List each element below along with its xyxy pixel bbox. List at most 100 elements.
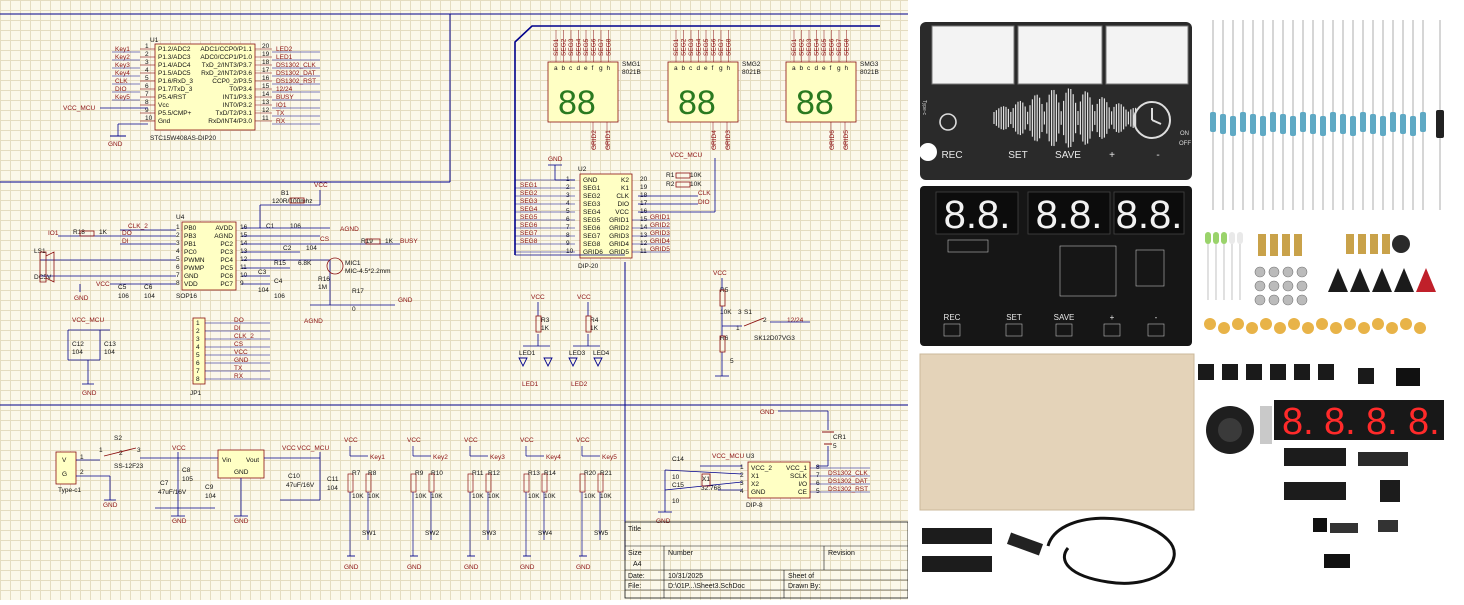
- u4-pin-num: 13: [240, 248, 248, 255]
- u1-pin-label: RxD_2/INT2/P3.6: [201, 70, 252, 77]
- u4-pin-label: PC5: [220, 265, 233, 272]
- c1-ref: C1: [266, 223, 275, 230]
- acrylic-back-plate: [919, 353, 1195, 511]
- key-gnd: GND: [520, 564, 535, 571]
- c5-val: 106: [118, 293, 129, 300]
- c11-val: 104: [327, 485, 338, 492]
- u4-pin-num: 14: [240, 240, 248, 247]
- u4-voice-chip: U4 SOP16 PB01PB32PB13PC04PWMN5PWMP6GND7V…: [34, 182, 418, 325]
- key-gnd: GND: [344, 564, 359, 571]
- key-rb-ref: R8: [368, 470, 377, 477]
- pcb-digit-window: [1113, 191, 1185, 235]
- mcu-chip: [922, 528, 992, 544]
- pwr-vcc-mcu: VCC_MCU: [297, 445, 329, 452]
- u1-pin-label: P1.3/ADC3: [158, 54, 191, 61]
- rtc-pin-label: I/O: [798, 481, 807, 488]
- u1-pin-num: 2: [145, 51, 149, 58]
- jp1-net: TX: [234, 365, 243, 372]
- panel-hole: [919, 143, 937, 161]
- u4-pin-num: 6: [176, 264, 180, 271]
- smg-seg-pin: e: [822, 65, 826, 72]
- s1-net: 12/24: [787, 317, 804, 324]
- u1-net: DIO: [115, 86, 127, 93]
- u1-pin-label: T0/P3.4: [229, 86, 252, 93]
- u1-pin-num: 18: [262, 59, 270, 66]
- smg-grid-net: GRID3: [725, 130, 732, 150]
- smg-seg-net: SEG8: [844, 38, 851, 56]
- jp1-net: DI: [234, 325, 241, 332]
- u2-ref: U2: [578, 166, 587, 173]
- c5-ref: C5: [118, 284, 127, 291]
- c6-val: 104: [144, 293, 155, 300]
- u1-pin-label: TxD/T2/P3.1: [216, 110, 253, 117]
- c9-val: 104: [205, 493, 216, 500]
- smg-seg-net: SEG6: [591, 38, 598, 56]
- u4-pin-label: PC3: [220, 249, 233, 256]
- u1-pin-num: 10: [145, 115, 153, 122]
- key-sw-ref: SW2: [425, 530, 439, 537]
- u4-pin-label: AGND: [214, 233, 233, 240]
- u4-pin-label: AVDD: [215, 225, 233, 232]
- key-ra-val: 10K: [472, 493, 484, 500]
- u1-net: IO1: [276, 102, 287, 109]
- key-gnd: GND: [464, 564, 479, 571]
- led-section: VCC R3 1K LED1 LED1 VCC R4 1K LED3 LED4 …: [518, 294, 610, 388]
- r19-val: 1K: [385, 238, 394, 245]
- bead-val: 120R/100mhz: [272, 198, 312, 205]
- c7-val: 47uF/16V: [158, 489, 187, 496]
- u2-pin-label: K1: [621, 185, 629, 192]
- pcb-button-label: SET: [1006, 313, 1022, 322]
- key-rb-val: 10K: [544, 493, 556, 500]
- schematic-svg: U1 STC15W408AS-DIP20 P1.2/ADC21Key1P1.3/…: [0, 13, 908, 599]
- u1-gnd-label: GND: [108, 141, 123, 148]
- smg-seg-net: SEG3: [568, 38, 575, 56]
- key-ra-val: 10K: [584, 493, 596, 500]
- smg-seg-pin: d: [697, 65, 701, 72]
- u4-net-clk2: CLK_2: [128, 223, 148, 230]
- usb-pin2: 2: [80, 469, 84, 476]
- u2-pin-num: 16: [640, 208, 648, 215]
- u1-pin-label: P1.5/ADC5: [158, 70, 191, 77]
- c14-ref: C14: [672, 456, 684, 463]
- smg-grid-net: GRID1: [605, 130, 612, 150]
- smg-seg-pin: f: [592, 65, 594, 72]
- smg-digits: 88: [796, 84, 834, 122]
- u2-pin-num: 19: [640, 184, 648, 191]
- r18-val: 1K: [99, 229, 108, 236]
- u1-pin-num: 13: [262, 99, 270, 106]
- key-vcc: VCC: [520, 437, 534, 444]
- key-net: Key5: [602, 454, 617, 461]
- u1-pin-label: P1.4/ADC4: [158, 62, 191, 69]
- pcb-button-label: SAVE: [1054, 313, 1075, 322]
- smg-seg-pin: a: [792, 65, 796, 72]
- small-components: [1198, 232, 1436, 386]
- tb-sheet: Sheet of: [788, 573, 814, 580]
- key-ra-ref: R9: [415, 470, 424, 477]
- u2-pin-num: 5: [566, 208, 570, 215]
- u2-pin-label: SEG3: [583, 201, 601, 208]
- key-vcc: VCC: [407, 437, 421, 444]
- u1-net: Key4: [115, 70, 130, 77]
- u1-net: LED2: [276, 46, 293, 53]
- c8-val: 105: [182, 476, 193, 483]
- crystal-part: [1260, 406, 1272, 444]
- c12-val: 104: [72, 349, 83, 356]
- reg-vin: Vin: [222, 457, 232, 464]
- r19-ref: R19: [361, 238, 373, 245]
- u4-gnd1: GND: [74, 295, 89, 302]
- jp1-net: CS: [234, 341, 244, 348]
- key-gnd: GND: [407, 564, 422, 571]
- smg-seg-pin: f: [830, 65, 832, 72]
- u2-pin-num: 3: [566, 192, 570, 199]
- c7-ref: C7: [160, 480, 169, 487]
- smg-seg-net: SEG1: [553, 38, 560, 56]
- jp1-net: VCC: [234, 349, 248, 356]
- mic-val: MIC-4.5*2.2mm: [345, 268, 391, 275]
- speaker-ref: LS1: [34, 248, 46, 255]
- title-block: Title Size A4 Number Revision Date: 10/3…: [624, 521, 908, 599]
- key-net: Key1: [370, 454, 385, 461]
- c8-ref: C8: [182, 467, 191, 474]
- u2-pin-num: 18: [640, 192, 648, 199]
- smg-part: 8021B: [742, 69, 761, 76]
